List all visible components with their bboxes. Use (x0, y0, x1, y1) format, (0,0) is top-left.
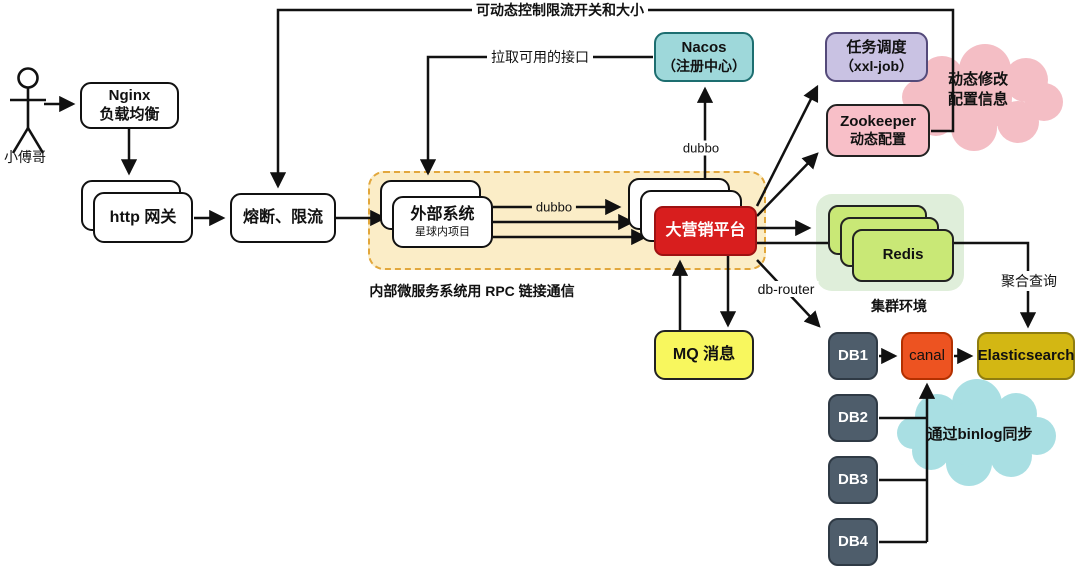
redis-label: Redis (882, 246, 924, 264)
node-nacos: Nacos （注册中心） (654, 32, 754, 82)
node-db3: DB3 (828, 456, 878, 504)
node-external-system: 外部系统 星球内项目 (392, 196, 493, 248)
label-dubbo-nacos: dubbo (678, 140, 724, 156)
circuit-breaker-label: 熔断、限流 (242, 209, 323, 227)
node-redis: Redis (852, 229, 954, 282)
node-marketing-platform: 大营销平台 (654, 206, 757, 256)
task-scheduler-sublabel: （xxl-job） (839, 57, 914, 74)
label-pull-interfaces: 拉取可用的接口 (487, 47, 593, 67)
node-nginx: Nginx 负载均衡 (80, 82, 179, 129)
edge-platform-zookeeper (756, 152, 819, 217)
db3-label: DB3 (837, 470, 868, 488)
node-http-gateway: http 网关 (93, 192, 193, 243)
nacos-sublabel: （注册中心） (662, 57, 746, 74)
zookeeper-label: Zookeeper (840, 112, 916, 130)
edge-platform-taskscheduler (755, 84, 819, 207)
http-gateway-label: http 网关 (109, 208, 177, 226)
mq-label: MQ 消息 (672, 346, 736, 364)
external-system-sublabel: 星球内项目 (415, 225, 470, 238)
nacos-label: Nacos (681, 39, 727, 57)
node-zookeeper: Zookeeper 动态配置 (826, 104, 930, 157)
task-scheduler-label: 任务调度 (846, 39, 907, 57)
label-db-router: db-router (753, 281, 819, 297)
label-rpc-note: 内部微服务系统用 RPC 链接通信 (369, 283, 575, 299)
node-circuit-breaker: 熔断、限流 (230, 193, 336, 243)
edge-nacos-external-pull (419, 55, 653, 176)
label-dynamic-limit: 可动态控制限流开关和大小 (472, 0, 648, 20)
node-db4: DB4 (828, 518, 878, 566)
edge-zookeeper-breaker-top (269, 8, 955, 189)
label-person: 小傅哥 (4, 149, 46, 165)
label-agg-query: 聚合查询 (997, 271, 1061, 291)
node-mq: MQ 消息 (654, 330, 754, 380)
external-system-label: 外部系统 (410, 206, 475, 224)
node-db2: DB2 (828, 394, 878, 442)
config-cloud (902, 44, 1063, 151)
db1-label: DB1 (837, 346, 868, 364)
db2-label: DB2 (837, 408, 868, 426)
elasticsearch-label: Elasticsearch (977, 346, 1075, 364)
config-cloud-text: 动态修改 配置信息 (948, 70, 1008, 111)
nginx-label: Nginx (108, 87, 151, 105)
binlog-cloud-text: 通过binlog同步 (927, 425, 1033, 443)
edge-redis-es-aggquery (954, 241, 1037, 329)
node-task-scheduler: 任务调度 （xxl-job） (825, 32, 928, 82)
db4-label: DB4 (837, 532, 868, 550)
node-db1: DB1 (828, 332, 878, 380)
node-elasticsearch: Elasticsearch (977, 332, 1075, 380)
person-icon (10, 67, 46, 154)
config-cloud-line2: 配置信息 (947, 91, 1009, 108)
node-canal: canal (901, 332, 953, 380)
label-cluster-env: 集群环境 (871, 298, 927, 314)
label-dubbo-rpc: dubbo (531, 199, 577, 215)
canal-label: canal (909, 346, 945, 364)
config-cloud-line1: 动态修改 (947, 70, 1009, 88)
zookeeper-sublabel: 动态配置 (850, 131, 906, 148)
nginx-sublabel: 负载均衡 (99, 105, 160, 123)
marketing-platform-label: 大营销平台 (665, 222, 746, 240)
